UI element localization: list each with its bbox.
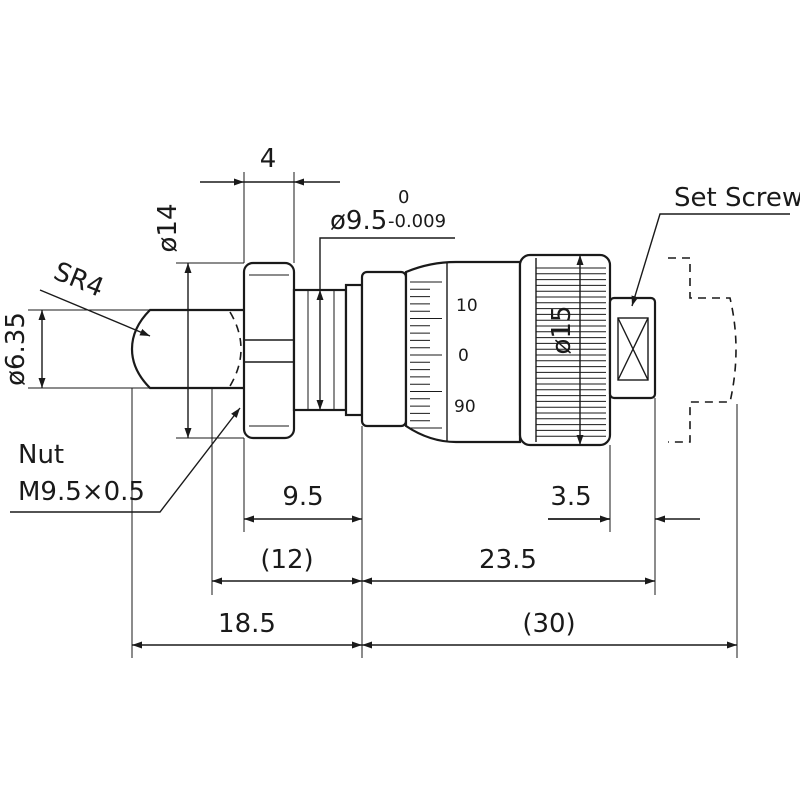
sleeve <box>360 270 408 428</box>
nut-body <box>242 261 296 440</box>
nut-chamfer-lines <box>249 274 289 427</box>
thimble <box>404 260 522 444</box>
set-screw-cross <box>617 317 649 381</box>
dim-nut-width: 4 <box>260 144 277 174</box>
scale-label-10: 10 <box>456 296 478 316</box>
scale-label-90: 90 <box>454 397 476 417</box>
dim-ratchet-length: 3.5 <box>550 482 591 512</box>
label-nut-thread: M9.5×0.5 <box>18 477 145 507</box>
dimension-labels: 4 ø14 ø6.35 SR4 ø9.5 0 -0.009 ø15 9.5 (1… <box>1 144 800 639</box>
dim-spindle-diameter: ø6.35 <box>1 312 31 386</box>
dim-sphere-radius: SR4 <box>49 257 108 304</box>
label-nut: Nut <box>18 440 64 470</box>
scale-label-0: 0 <box>458 346 469 366</box>
dim-thimble-diameter: ø15 <box>547 306 577 355</box>
thimble-scale-ticks <box>410 281 442 429</box>
extension-lines <box>28 172 738 658</box>
set-screw-square <box>617 317 649 381</box>
knurl-lines <box>535 258 606 442</box>
dimension-lines <box>10 178 790 649</box>
dim-stem-length: 9.5 <box>282 482 323 512</box>
dim-spindle-to-stem-end: 18.5 <box>218 609 276 639</box>
stem-thread-lines <box>307 290 335 410</box>
hidden-bracket <box>668 257 737 443</box>
part-outline: 10 0 90 <box>130 253 737 447</box>
label-set-screw: Set Screw <box>674 183 800 213</box>
dim-stem-tol-lower: -0.009 <box>388 211 446 232</box>
dim-nut-to-stem-end: (12) <box>260 545 313 575</box>
stem-collar <box>344 283 364 417</box>
dim-stem-tol-upper: 0 <box>398 187 409 208</box>
dim-thimble-to-end: (30) <box>522 609 575 639</box>
nut-flat-lines <box>244 339 294 363</box>
spindle <box>130 308 248 390</box>
dim-thimble-length: 23.5 <box>479 545 537 575</box>
dim-nut-diameter: ø14 <box>153 204 183 253</box>
dim-stem-diameter: ø9.5 <box>330 206 387 236</box>
